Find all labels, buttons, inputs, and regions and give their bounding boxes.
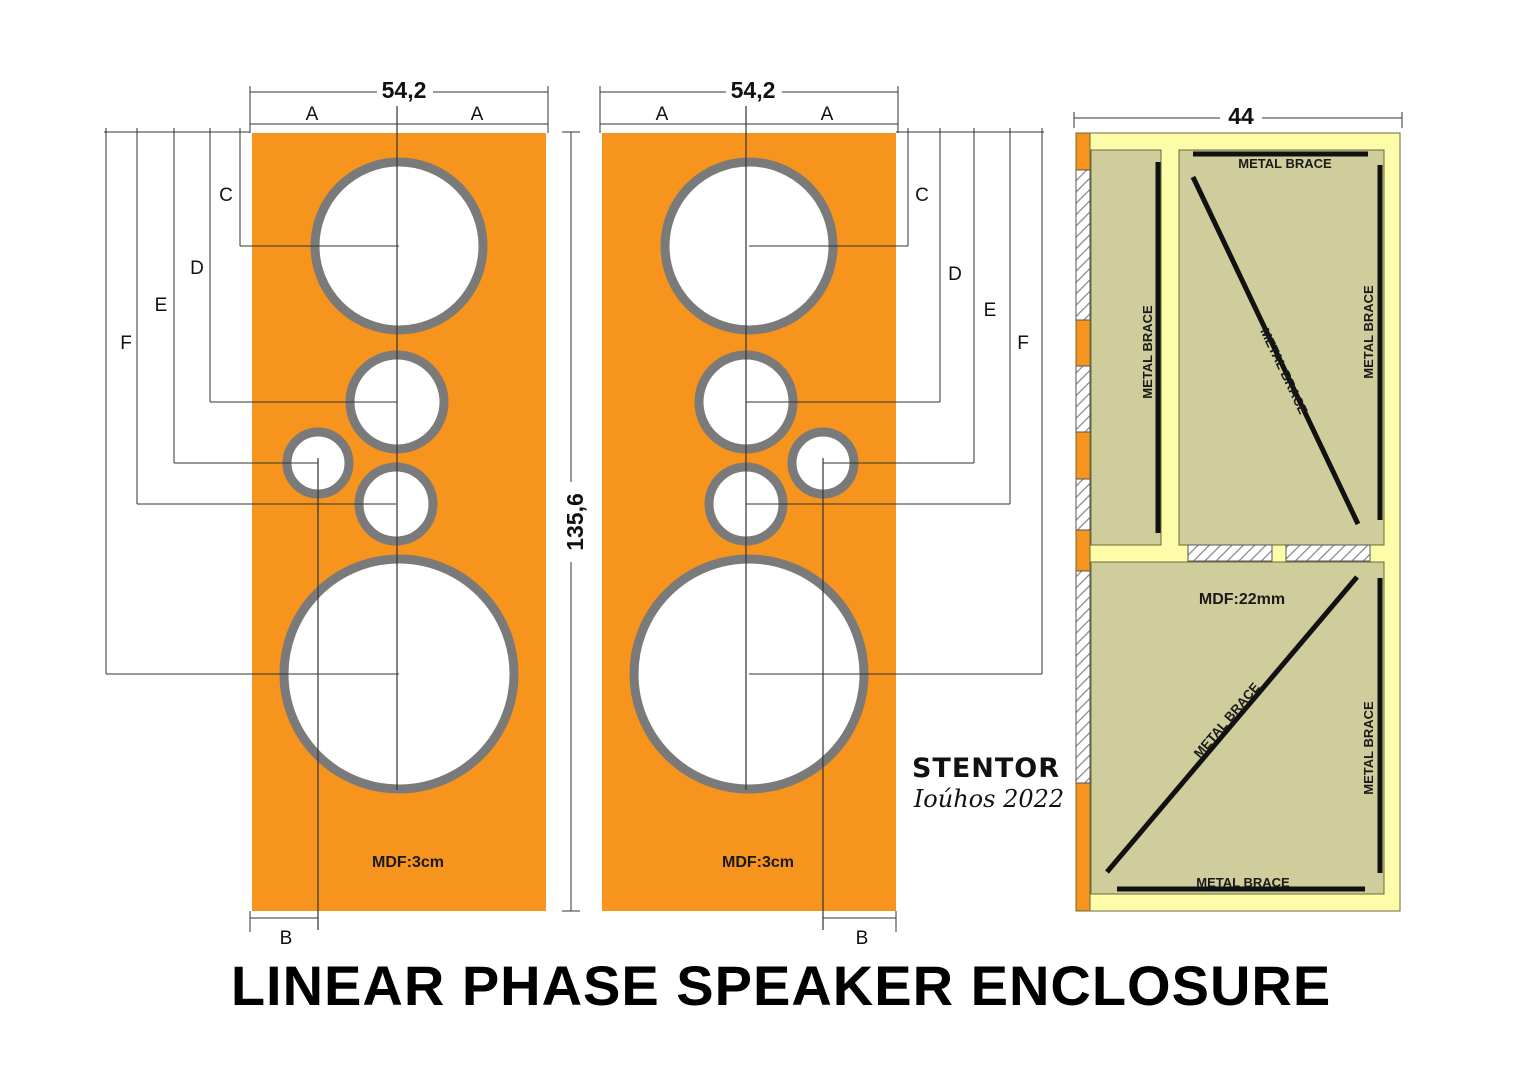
half-label-left: A [306,104,319,125]
dim-d-label: D [948,264,962,285]
page-title: LINEAR PHASE SPEAKER ENCLOSURE [231,954,1331,1017]
metal-brace-bar [1105,575,1359,874]
baffle-cutout [1075,169,1091,321]
brace-label-top-right-vertical: METAL BRACE [1361,285,1376,379]
baffle-cutout [1075,365,1091,433]
width-label: 54,2 [382,77,427,103]
dim-c-label: C [915,185,929,206]
height-dimension: 135,6 [560,131,588,912]
brace-label-top-left-vertical: METAL BRACE [1140,305,1155,399]
half-label-right: A [471,104,484,125]
designer-signature: Ioúhos 2022 [913,785,1064,813]
half-label-left: A [656,104,669,125]
depth-label: 44 [1228,103,1254,129]
dim-f-label: F [120,333,132,354]
baffle-cutout [1075,570,1091,784]
side-material-label: MDF:22mm [1199,591,1285,608]
half-label-right: A [821,104,834,125]
brand-name: STENTOR [912,753,1060,784]
height-label: 135,6 [562,493,588,551]
dim-e-label: E [984,300,997,321]
dim-f-label: F [1017,333,1029,354]
brace-label-bottom-right-vertical: METAL BRACE [1361,701,1376,795]
brace-label-bottom-horizontal: METAL BRACE [1196,875,1290,890]
brace-label-top-horizontal: METAL BRACE [1238,156,1332,171]
shelf-vent [1187,544,1273,562]
front-view-right: 54,2 A A C D E F B MDF:3cm [599,77,1044,949]
upper-chamber-front [1090,149,1162,546]
side-section-view: 44 METAL BRACE METAL BRACE METAL BRACE M… [1073,103,1403,912]
front-view-left: 54,2 A A C D E F B MDF:3cm [104,77,549,949]
baffle-cutout [1075,478,1091,531]
dim-e-label: E [155,295,168,316]
width-label: 54,2 [731,77,776,103]
dim-d-label: D [190,258,204,279]
shelf-vent [1285,544,1371,562]
dim-c-label: C [219,185,233,206]
dim-b-label: B [280,928,293,949]
lower-chamber [1090,561,1385,895]
metal-brace-bar [1190,175,1361,526]
material-label: MDF:3cm [722,854,794,871]
dim-b-label: B [856,928,869,949]
material-label: MDF:3cm [372,854,444,871]
